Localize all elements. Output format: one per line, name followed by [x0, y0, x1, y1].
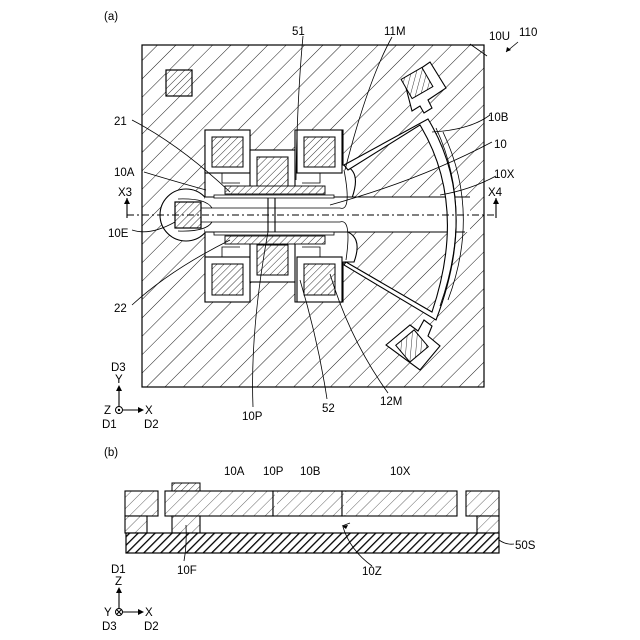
label-10p: 10P: [242, 411, 263, 423]
label-10u: 10U: [489, 31, 510, 43]
corner-pad: [166, 70, 192, 96]
b-label-50s: 50S: [515, 540, 536, 552]
panel-a-label: (a): [104, 11, 118, 23]
b-label-10p: 10P: [263, 466, 284, 478]
panel-b-label: (b): [104, 447, 118, 459]
label-52: 52: [322, 403, 335, 415]
axis-a-z: Z: [104, 405, 111, 417]
support-right: [477, 516, 499, 533]
axis-b-y: Y: [104, 607, 112, 619]
label-x4: X4: [488, 187, 503, 199]
b-label-10x: 10X: [390, 466, 411, 478]
axis-b-d2: D2: [144, 621, 159, 633]
support-left: [125, 516, 147, 533]
label-10b: 10B: [488, 112, 509, 124]
substrate-50s: [126, 533, 499, 553]
axis-a-d3: D3: [111, 362, 126, 374]
axis-a-d2: D2: [144, 419, 159, 431]
axis-b-z: Z: [115, 576, 122, 588]
panel-a: (a): [102, 11, 537, 431]
layer-10x: [342, 491, 457, 516]
axes-legend-b: D1 Z Y X D3 D2: [102, 564, 159, 633]
label-x3: X3: [118, 187, 132, 199]
panel-b: (b) 10A 10P 10B 10X 50S 10Z 10F: [102, 447, 536, 633]
axis-b-x: X: [145, 607, 153, 619]
label-21: 21: [114, 116, 127, 128]
b-label-10f: 10F: [177, 565, 197, 577]
label-110: 110: [519, 27, 537, 39]
b-label-10b: 10B: [300, 466, 321, 478]
label-10x: 10X: [494, 169, 515, 181]
label-12m: 12M: [380, 396, 402, 408]
axis-a-x: X: [145, 405, 153, 417]
label-22: 22: [114, 303, 127, 315]
label-10: 10: [494, 139, 507, 151]
axis-b-d1: D1: [111, 564, 126, 576]
axis-a-y: Y: [115, 374, 123, 386]
label-10a: 10A: [114, 167, 135, 179]
b-label-10a: 10A: [224, 466, 245, 478]
label-51: 51: [292, 26, 305, 38]
axis-b-d3: D3: [102, 621, 117, 633]
label-10e: 10E: [108, 228, 129, 240]
layer-left-block: [125, 491, 158, 516]
label-11m: 11M: [384, 26, 406, 38]
layer-10b: [273, 491, 342, 516]
b-label-10z: 10Z: [362, 566, 382, 578]
layer-10a: [165, 491, 273, 516]
axis-a-d1: D1: [102, 419, 117, 431]
layer-right-block: [466, 491, 499, 516]
